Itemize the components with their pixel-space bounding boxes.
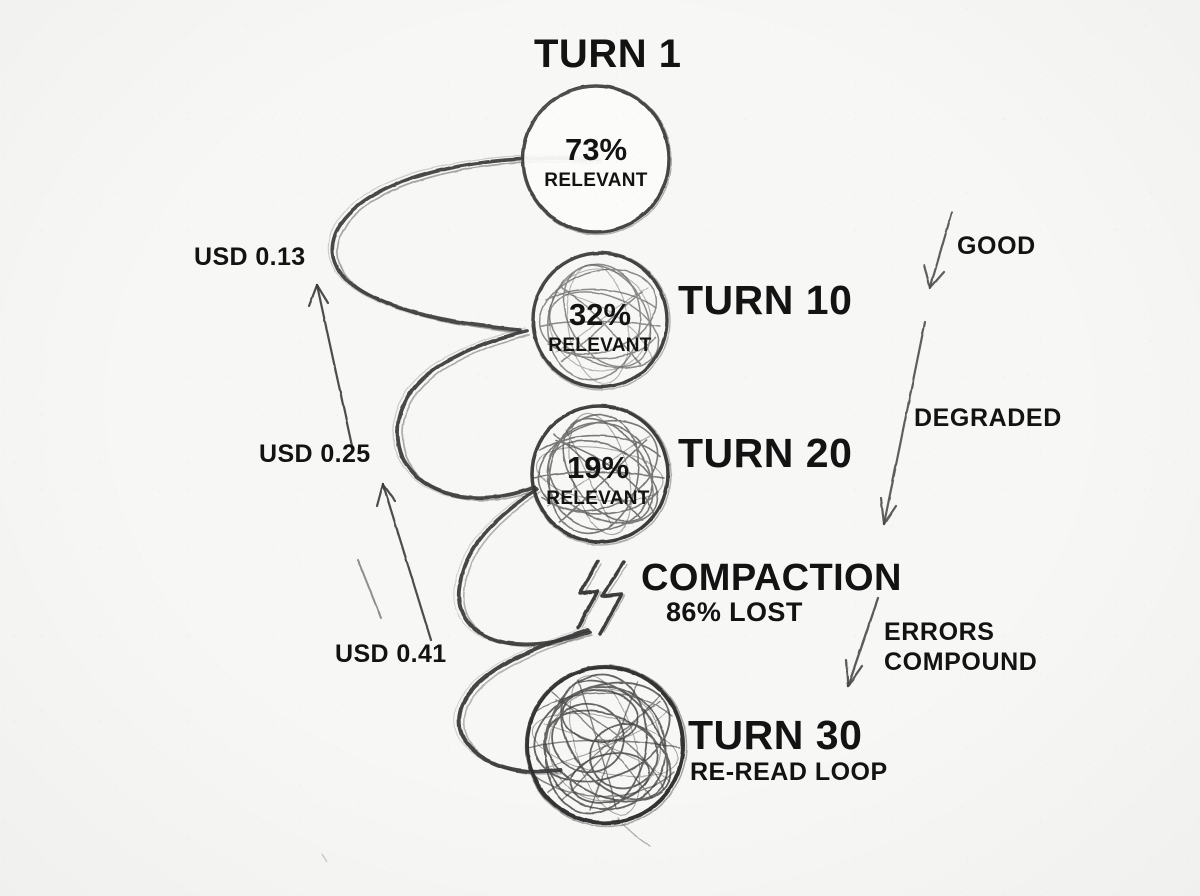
quality-arrow-good: [922, 210, 954, 290]
node-title-turn-1: TURN 1: [534, 32, 682, 76]
quality-note-degraded: DEGRADED: [914, 404, 1062, 432]
node-value-turn-10: 32% RELEVANT: [510, 297, 690, 356]
cost-arrow-2: [375, 482, 433, 642]
cost-label-1: USD 0.13: [194, 243, 306, 271]
node-turn-20-ball: [530, 404, 672, 546]
cost-label-3: USD 0.41: [335, 640, 447, 668]
quality-arrow-degraded: [879, 320, 927, 526]
cost-label-2: USD 0.25: [259, 440, 371, 468]
node-turn-30-ball: [524, 664, 688, 847]
node-turn-10-ball: [531, 251, 671, 391]
quality-note-errors: ERRORS COMPOUND: [884, 618, 1038, 676]
node-title-turn-30: TURN 30: [688, 712, 863, 758]
quality-arrow-errors: [844, 596, 880, 688]
node-value-turn-20: 19% RELEVANT: [508, 450, 688, 509]
node-percent-label-turn-10: RELEVANT: [548, 335, 652, 356]
node-title-turn-20: TURN 20: [678, 430, 853, 476]
cost-arrow-1: [307, 283, 354, 448]
quality-note-good: GOOD: [957, 232, 1036, 260]
stray-pencil-mark: [321, 853, 328, 863]
node-percent-turn-20: 19%: [566, 450, 630, 485]
spiral-path: [327, 154, 602, 776]
compaction-subtitle: 86% LOST: [666, 597, 803, 627]
node-title-turn-10: TURN 10: [678, 277, 853, 323]
node-percent-turn-1: 73%: [564, 132, 628, 167]
node-percent-label-turn-20: RELEVANT: [546, 488, 650, 509]
compaction-title: COMPACTION: [641, 557, 902, 599]
lightning-bolt-icon: [576, 559, 628, 636]
node-percent-turn-10: 32%: [568, 297, 632, 332]
node-turn-1-ball: [521, 84, 673, 236]
node-percent-label-turn-1: RELEVANT: [544, 170, 648, 191]
cost-arrow-3: [357, 559, 382, 619]
node-value-turn-1: 73% RELEVANT: [506, 132, 686, 191]
node-subtitle-turn-30: RE-READ LOOP: [690, 758, 888, 786]
